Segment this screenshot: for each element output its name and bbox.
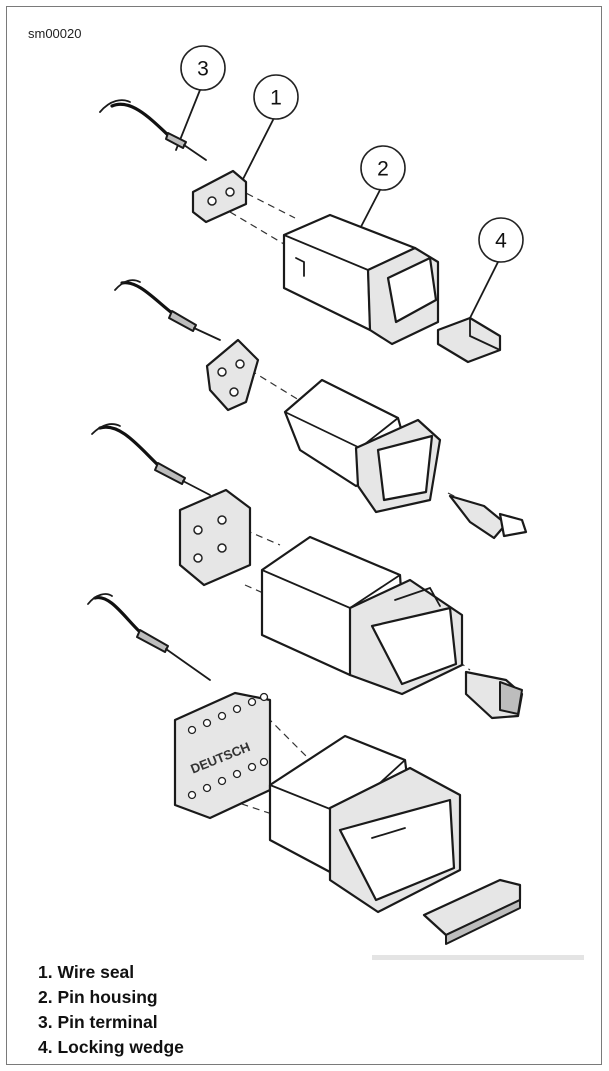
legend-item-wire-seal: 1. Wire seal	[38, 962, 135, 982]
legend-item-pin-terminal: 3. Pin terminal	[38, 1012, 158, 1032]
svg-text:1: 1	[270, 87, 282, 110]
callout-3: 3	[180, 45, 226, 91]
legend-item-pin-housing: 2. Pin housing	[38, 987, 158, 1007]
wire-seal-3-pin	[205, 338, 260, 412]
scan-artifact	[372, 955, 584, 960]
pin-housing-12-pin	[268, 734, 462, 914]
svg-text:4: 4	[495, 230, 507, 253]
pin-housing-3-pin	[283, 378, 442, 514]
locking-wedge-3-pin	[448, 494, 528, 540]
figure-id: sm00020	[28, 26, 82, 41]
locking-wedge-4-pin	[464, 670, 524, 720]
wire-seal-2-pin	[191, 169, 248, 224]
locking-wedge-2-pin	[436, 316, 502, 364]
callout-4: 4	[478, 217, 524, 263]
parts-legend: 1. Wire seal 2. Pin housing 3. Pin termi…	[38, 960, 184, 1060]
wire-seal-12-pin: DEUTSCH	[173, 691, 272, 820]
connector-3-pin	[114, 279, 528, 540]
legend-item-locking-wedge: 4. Locking wedge	[38, 1037, 184, 1057]
connector-2-pin	[99, 99, 502, 364]
locking-wedge-12-pin	[422, 878, 522, 945]
callout-2: 2	[360, 145, 406, 191]
svg-text:3: 3	[197, 58, 209, 81]
wire-seal-4-pin	[178, 488, 252, 587]
pin-housing-2-pin	[282, 213, 440, 346]
callout-1: 1	[253, 74, 299, 120]
connector-4-pin	[91, 423, 524, 720]
pin-housing-4-pin	[260, 535, 464, 696]
connector-12-pin: DEUTSCH	[87, 593, 522, 945]
svg-text:2: 2	[377, 158, 389, 181]
